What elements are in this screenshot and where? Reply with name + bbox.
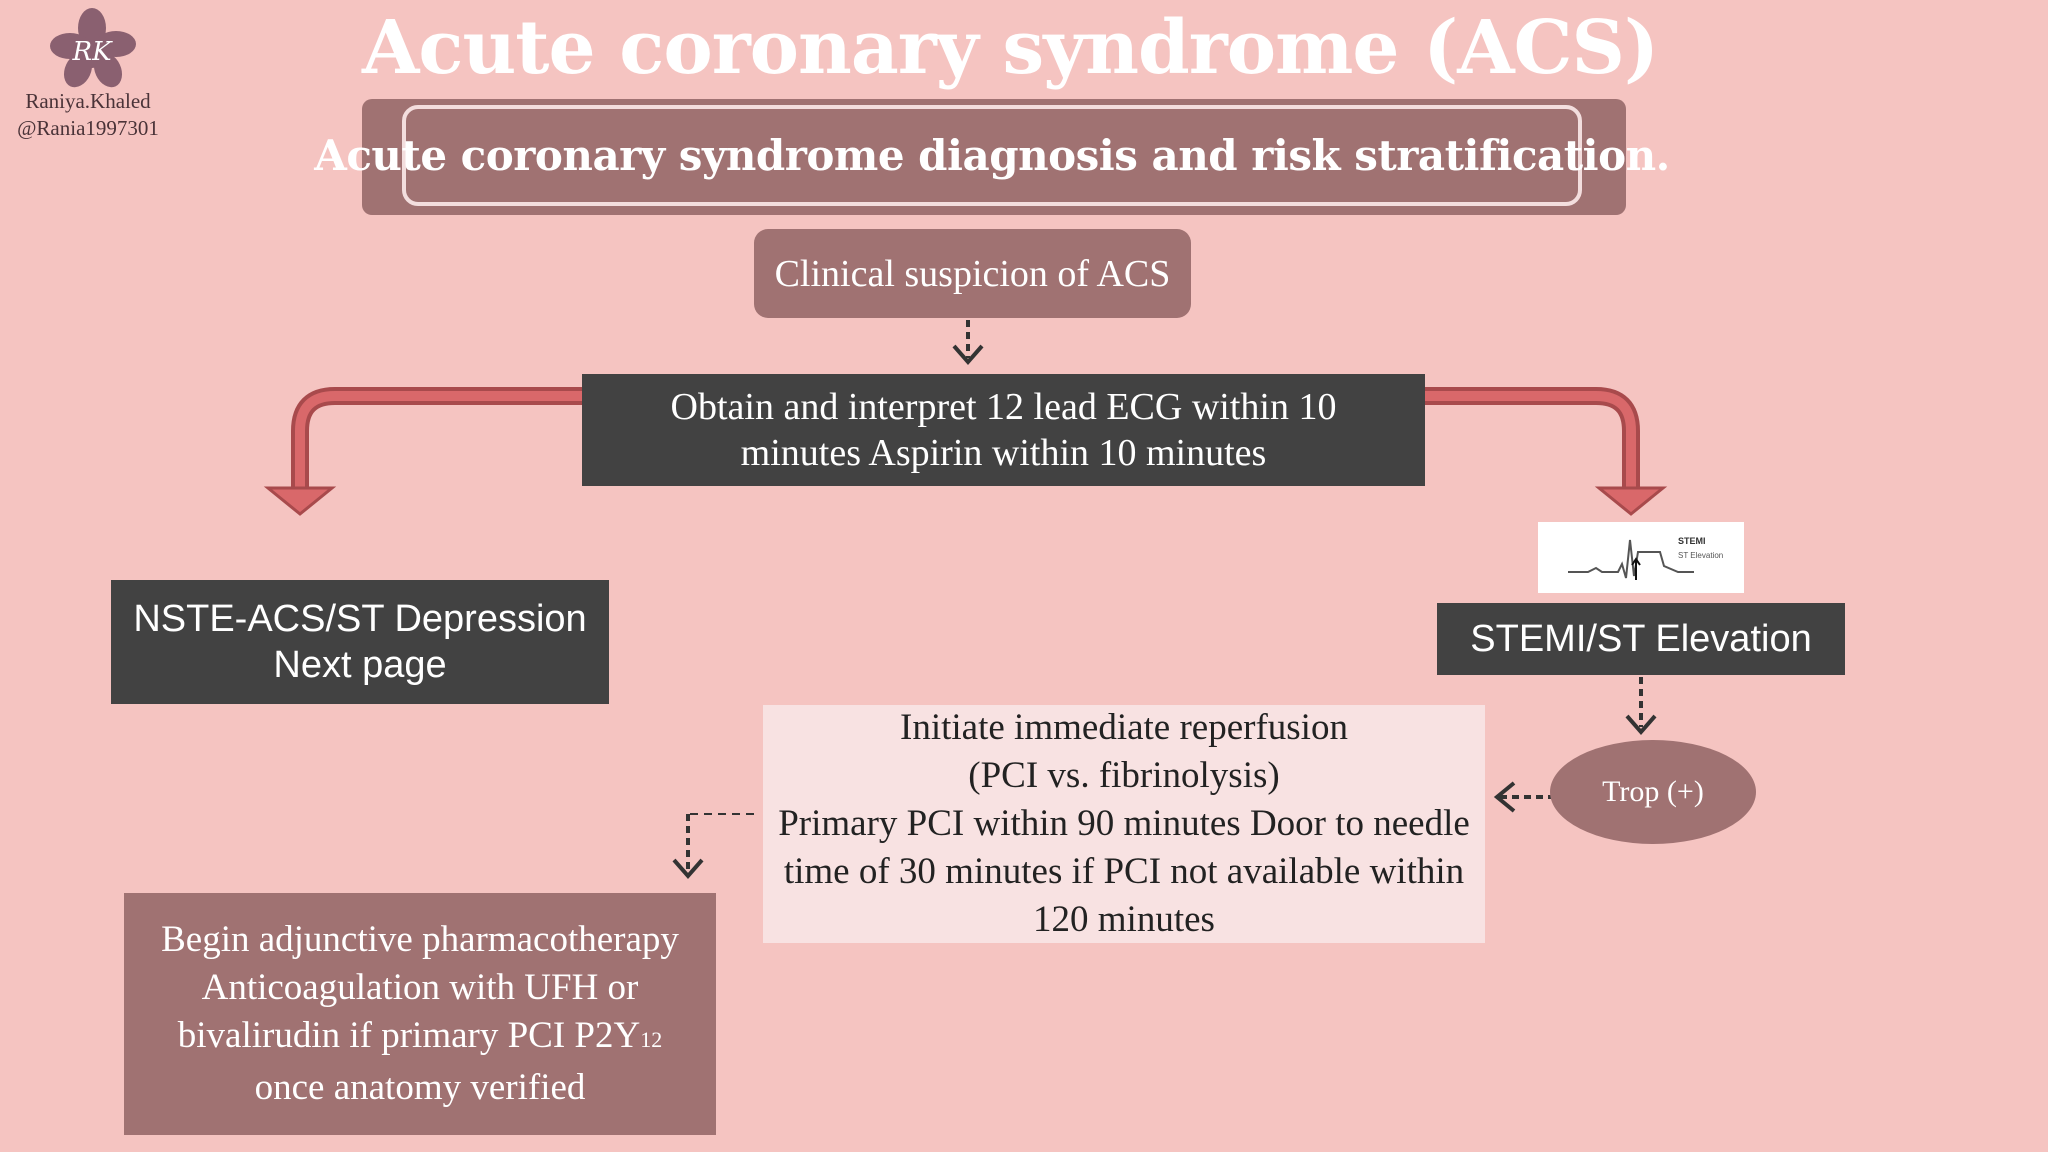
node-adjunctive-pharmacotherapy: Begin adjunctive pharmacotherapy Anticoa…: [124, 893, 716, 1135]
ecg-thumb-label-stemi: STEMI: [1678, 536, 1706, 546]
logo-monogram: RK: [72, 37, 114, 67]
node-reperfusion: Initiate immediate reperfusion (PCI vs. …: [763, 705, 1485, 943]
nste-next-page: Next page: [273, 644, 447, 686]
author-credit: Raniya.Khaled @Rania1997301: [0, 88, 176, 142]
node-stemi: STEMI/ST Elevation: [1437, 603, 1845, 675]
reperfusion-line-1: Initiate immediate reperfusion: [900, 707, 1348, 748]
dashed-arrow-stemi-to-trop: [1625, 677, 1657, 736]
adjunctive-line-2: once anatomy verified: [254, 1067, 586, 1108]
dashed-arrow-suspicion-to-ecg: [952, 320, 984, 366]
ecg-st-elevation-image: STEMI ST Elevation: [1538, 522, 1744, 593]
dashed-arrow-trop-to-reperfusion: [1493, 781, 1555, 813]
adjunctive-subscript: 12: [640, 1027, 663, 1052]
ecg-thumb-label-st-elevation: ST Elevation: [1678, 551, 1723, 560]
adjunctive-line-1: Begin adjunctive pharmacotherapy Anticoa…: [161, 919, 679, 1056]
author-handle: @Rania1997301: [17, 116, 159, 140]
node-nste-acs: NSTE-ACS/ST Depression Next page: [111, 580, 609, 704]
subtitle-frame: Acute coronary syndrome diagnosis and ri…: [314, 105, 1670, 206]
nste-label: NSTE-ACS/ST Depression: [133, 598, 587, 640]
logo-flower-icon: RK: [50, 8, 136, 88]
page-title: Acute coronary syndrome (ACS): [361, 5, 1659, 91]
left-curved-arrow: [263, 387, 590, 516]
node-obtain-ecg: Obtain and interpret 12 lead ECG within …: [582, 374, 1425, 486]
node-trop-positive: Trop (+): [1550, 740, 1756, 844]
author-name: Raniya.Khaled: [25, 89, 151, 113]
right-curved-arrow: [1418, 387, 1668, 516]
reperfusion-line-3: Primary PCI within 90 minutes Door to ne…: [778, 803, 1470, 940]
dashed-arrow-reperfusion-to-adjunctive: [672, 813, 754, 880]
subtitle-text: Acute coronary syndrome diagnosis and ri…: [314, 131, 1670, 180]
subtitle-banner: [362, 99, 1626, 215]
reperfusion-line-2: (PCI vs. fibrinolysis): [968, 755, 1280, 796]
node-clinical-suspicion: Clinical suspicion of ACS: [754, 229, 1191, 318]
